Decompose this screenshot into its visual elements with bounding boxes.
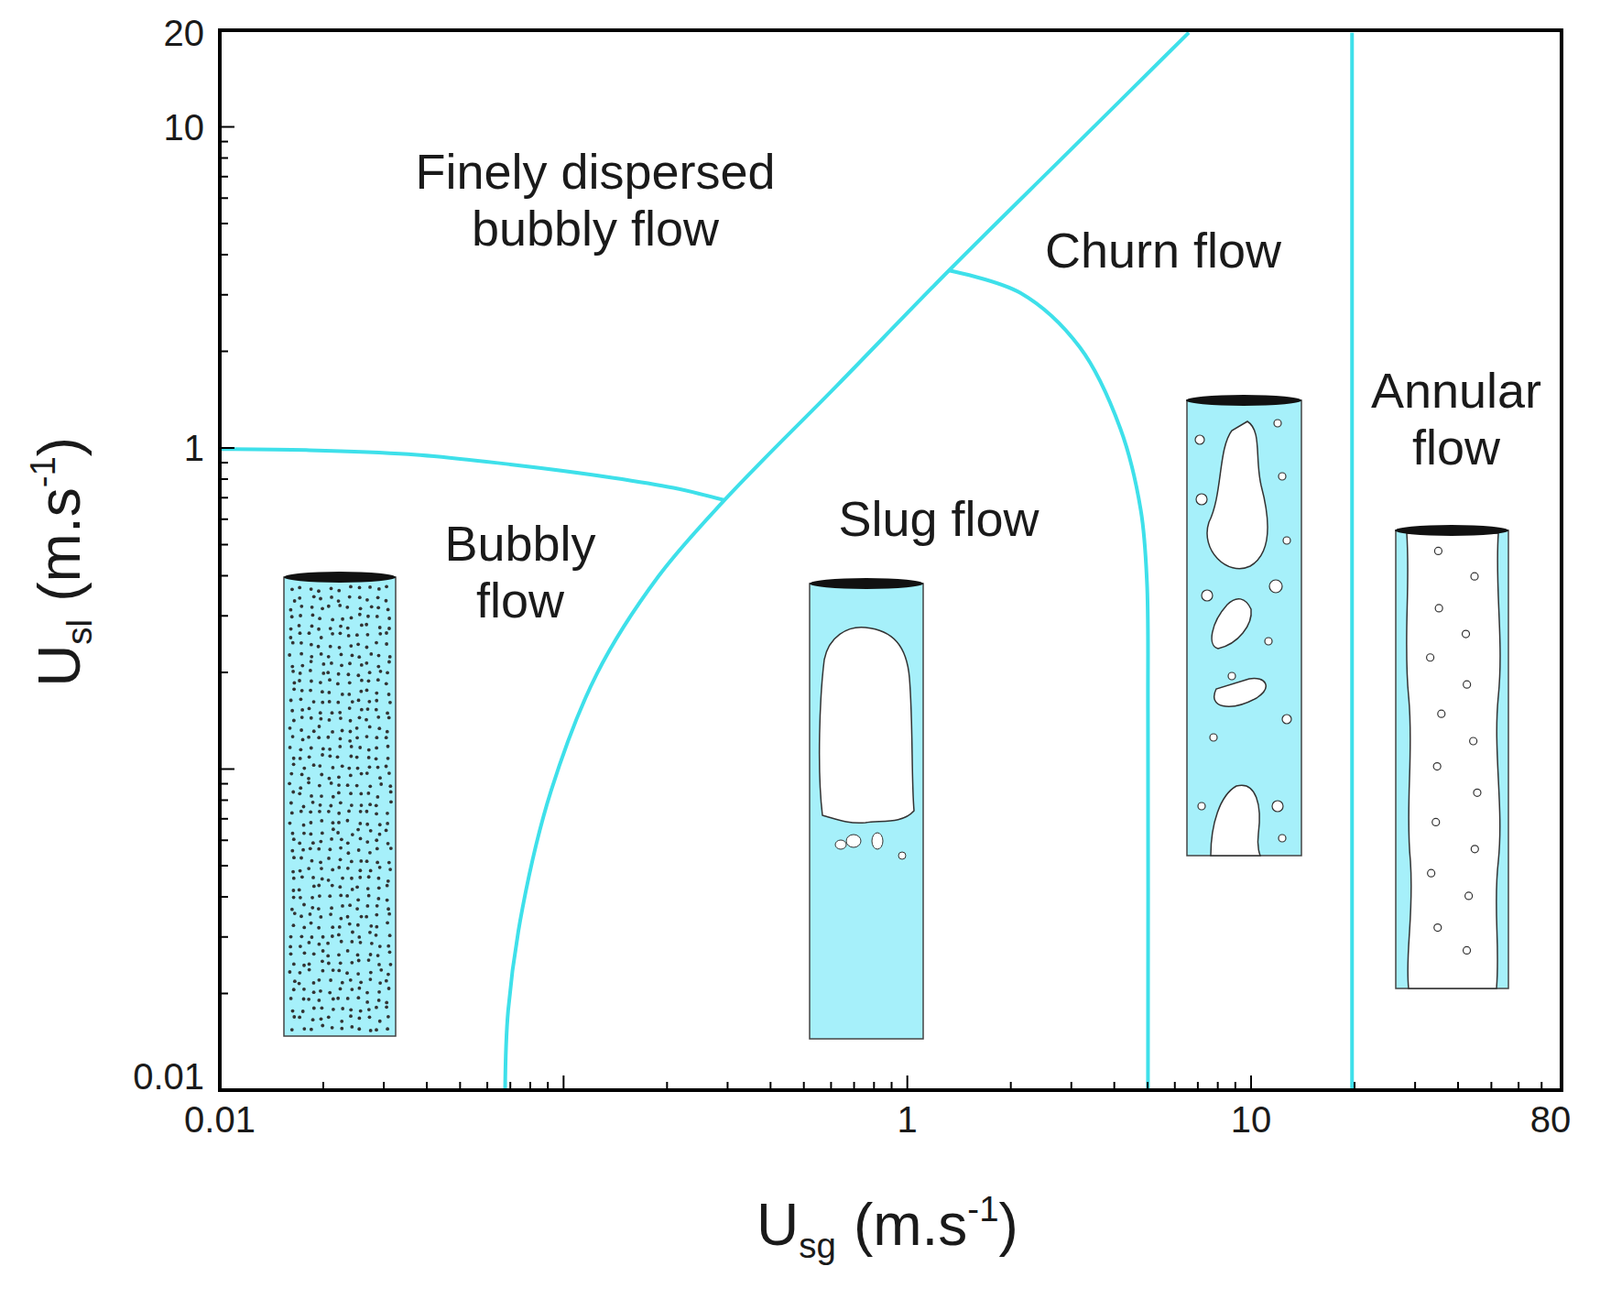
regime-label: Annular flow <box>1355 361 1557 476</box>
x-tick <box>1250 1075 1252 1090</box>
regime-boundary <box>1349 32 1354 1090</box>
x-axis-title: Usg (m.s-1) <box>756 1191 1019 1264</box>
y-tick-label: 1 <box>184 426 205 469</box>
axis-title: U <box>756 1191 799 1258</box>
axis-title: ) <box>26 435 93 456</box>
regime-label: Churn flow <box>998 221 1328 279</box>
churn-pipe <box>1186 394 1302 856</box>
x-tick-label: 0.01 <box>184 1098 256 1141</box>
axis-title-subscript: sg <box>798 1225 837 1265</box>
regime-boundary <box>948 270 1148 1090</box>
axis-title-superscript: -1 <box>22 456 63 488</box>
annular-pipe <box>1394 524 1509 989</box>
axis-title-superscript: -1 <box>967 1188 999 1229</box>
axis-title: (m.s <box>853 1191 968 1258</box>
x-tick <box>906 1075 909 1090</box>
regime-label: Bubbly flow <box>428 514 612 629</box>
y-tick <box>219 126 235 129</box>
y-tick-label: 0.01 <box>132 1055 205 1098</box>
plot-frame <box>219 30 1562 1090</box>
axis-ticks <box>219 30 1562 1090</box>
bubbly-pipe <box>283 571 396 1036</box>
slug-pipe <box>809 577 924 1039</box>
regime-label: Finely dispersed bubbly flow <box>375 142 816 257</box>
axis-title: (m.s <box>26 487 93 601</box>
y-tick-label: 10 <box>163 106 206 149</box>
y-tick <box>219 768 235 771</box>
x-tick-label: 10 <box>1230 1098 1273 1141</box>
x-tick-label: 1 <box>897 1098 918 1141</box>
regime-boundaries <box>219 32 1352 1090</box>
y-tick-label: 20 <box>163 11 206 55</box>
axis-title-subscript: sl <box>59 618 99 644</box>
axis-title: ) <box>999 1191 1019 1258</box>
regime-boundary <box>219 448 725 501</box>
x-tick-label: 80 <box>1530 1098 1572 1141</box>
x-tick <box>562 1075 565 1090</box>
regime-label: Slug flow <box>792 489 1086 547</box>
y-tick <box>219 446 235 449</box>
y-axis-title: Usl (m.s-1) <box>25 435 98 686</box>
axis-title: U <box>26 643 93 686</box>
